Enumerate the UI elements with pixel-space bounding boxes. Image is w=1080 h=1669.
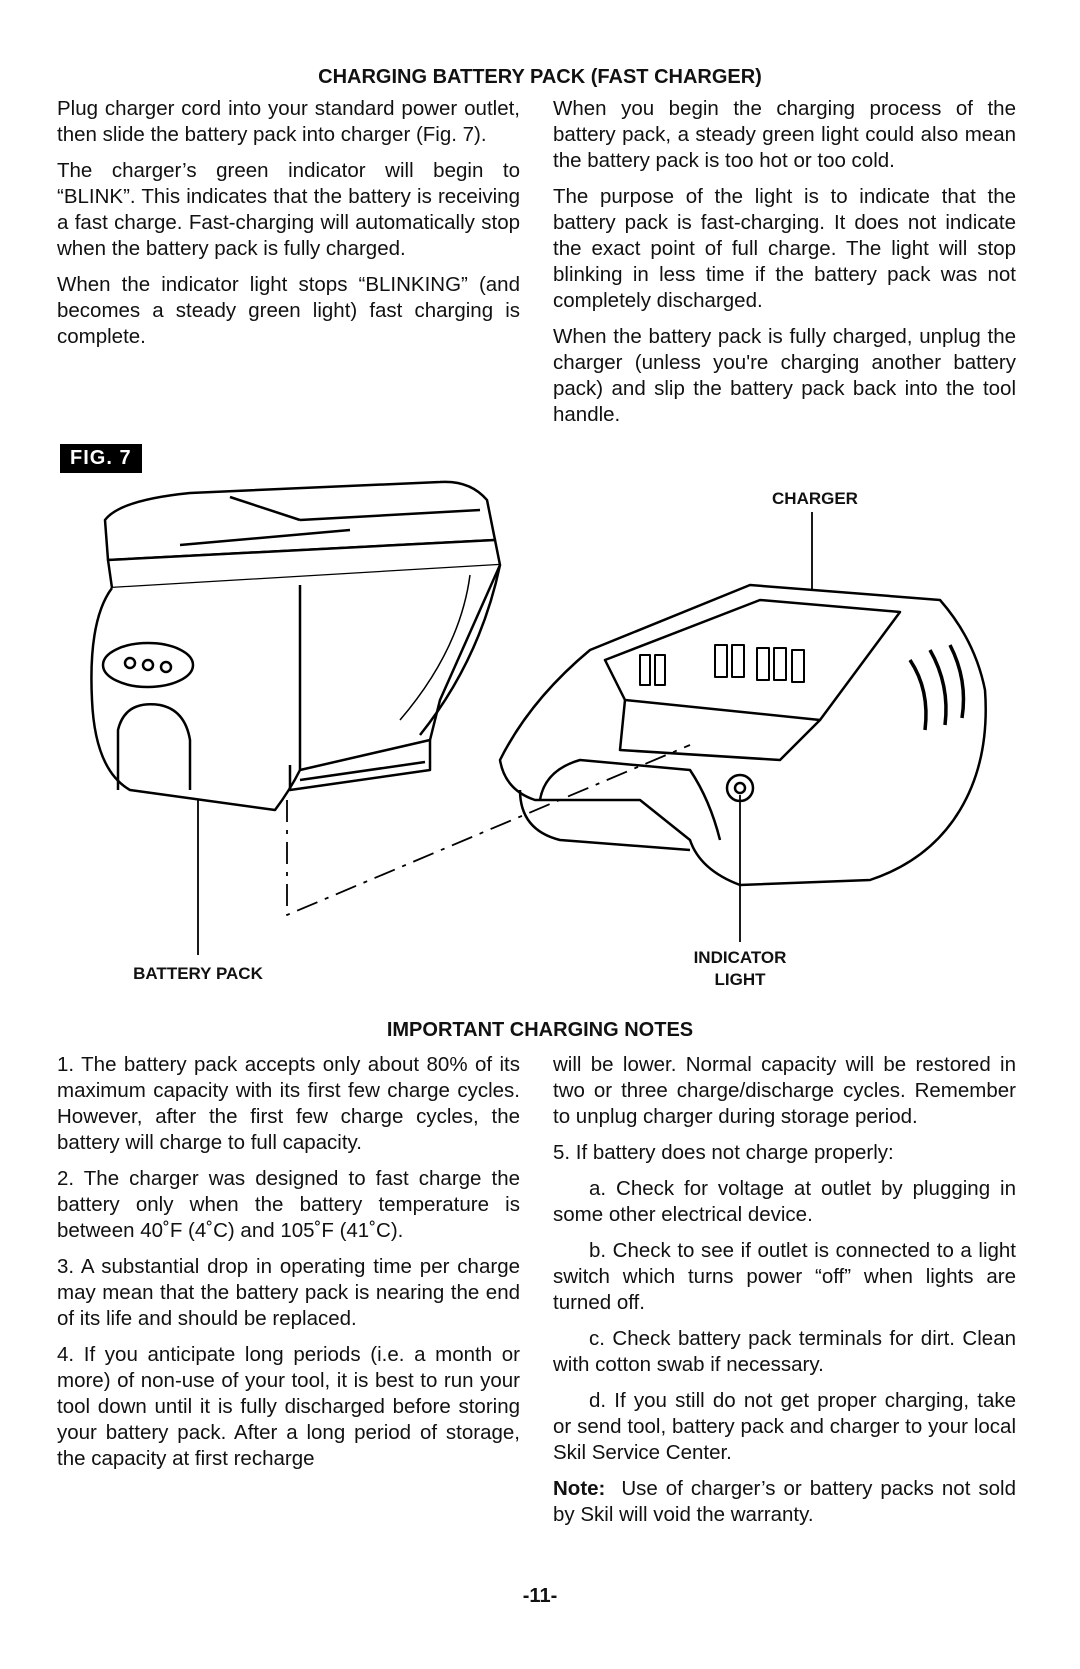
note-subitem: d. If you still do not get proper chargi…: [553, 1389, 1016, 1464]
page-number: -11-: [522, 1585, 558, 1607]
battery-pack-callout: BATTERY PACK: [133, 964, 263, 983]
paragraph: Plug charger cord into your standard pow…: [57, 97, 520, 146]
note-label: Note:: [553, 1477, 606, 1500]
note-subitem: b. Check to see if outlet is connected t…: [553, 1239, 1016, 1314]
note-item: 5. If battery does not charge properly:: [553, 1141, 894, 1164]
charger-drawing: [498, 583, 987, 887]
note-subitem: a. Check for voltage at outlet by pluggi…: [553, 1177, 1016, 1226]
paragraph: When you begin the charging process of t…: [553, 97, 1016, 172]
charger-callout: CHARGER: [772, 489, 858, 508]
indicator-light-callout: INDICATOR LIGHT: [665, 947, 815, 991]
charging-right-column: When you begin the charging process of t…: [553, 96, 1016, 438]
paragraph: When the indicator light stops “BLINKING…: [57, 273, 520, 348]
paragraph: When the battery pack is fully charged, …: [553, 325, 1016, 426]
section-heading-notes: IMPORTANT CHARGING NOTES: [386, 1019, 694, 1041]
note-item: 3. A substantial drop in operating time …: [57, 1255, 520, 1330]
note-item: 4. If you anticipate long periods (i.e. …: [57, 1343, 520, 1470]
paragraph: The charger’s green indicator will begin…: [57, 159, 520, 260]
warranty-note: Note: Use of charger’s or battery packs …: [553, 1476, 1016, 1528]
section-heading-charging: CHARGING BATTERY PACK (FAST CHARGER): [318, 66, 762, 88]
note-text: Use of charger’s or battery packs not so…: [553, 1477, 1016, 1526]
notes-left-column: 1. The battery pack accepts only about 8…: [57, 1052, 520, 1482]
note-continuation: will be lower. Normal capacity will be r…: [553, 1053, 1016, 1128]
note-subitem: c. Check battery pack terminals for dirt…: [553, 1327, 1016, 1376]
note-item: 1. The battery pack accepts only about 8…: [57, 1053, 520, 1154]
charging-left-column: Plug charger cord into your standard pow…: [57, 96, 520, 360]
figure-label: FIG. 7: [60, 444, 142, 473]
indicator-label-line: INDICATOR: [693, 948, 787, 967]
notes-right-column: will be lower. Normal capacity will be r…: [553, 1052, 1016, 1538]
paragraph: The purpose of the light is to indicate …: [553, 185, 1016, 312]
note-item: 2. The charger was designed to fast char…: [57, 1167, 520, 1242]
battery-pack-drawing: [90, 480, 502, 812]
indicator-label-line: LIGHT: [714, 970, 766, 989]
